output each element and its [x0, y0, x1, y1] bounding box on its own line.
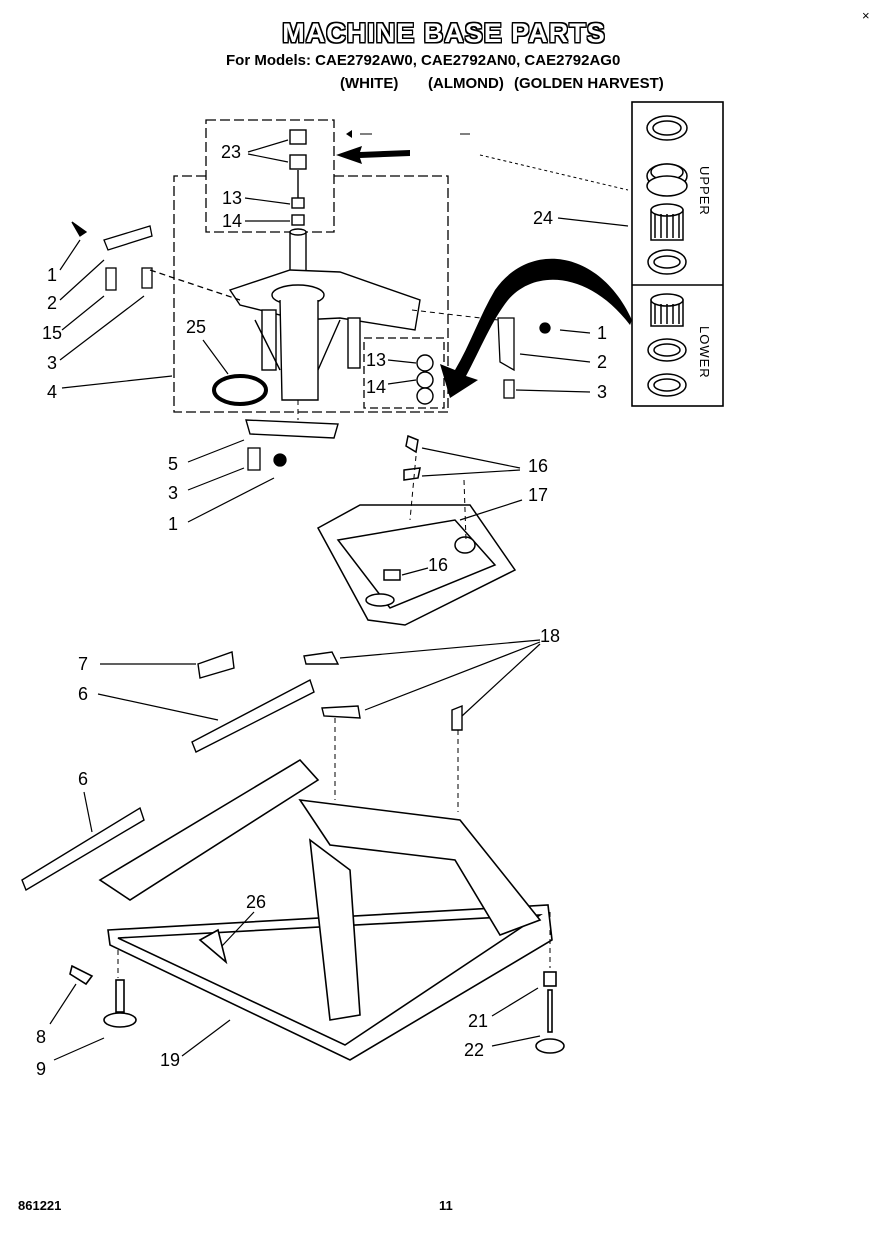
- callout-14: 14: [222, 211, 243, 231]
- callout-3c: 3: [168, 483, 179, 503]
- callout-1c: 1: [168, 514, 179, 534]
- callout-21: 21: [468, 1011, 489, 1031]
- callout-2b: 2: [597, 352, 608, 372]
- callout-2: 2: [47, 293, 58, 313]
- base-frame-19: [69, 758, 565, 1061]
- callout-18: 18: [540, 626, 561, 646]
- callout-14b: 14: [366, 377, 387, 397]
- leader-lines: [49, 139, 629, 1061]
- left-clip-hardware: [71, 221, 241, 301]
- callout-6a: 6: [78, 684, 89, 704]
- callout-9: 9: [36, 1059, 47, 1079]
- callout-1: 1: [47, 265, 58, 285]
- pointer-arrow: [336, 146, 410, 164]
- lower-label: LOWER: [697, 326, 712, 379]
- upper-label: UPPER: [697, 166, 712, 216]
- curved-arrow: [440, 258, 632, 398]
- callout-22: 22: [464, 1040, 485, 1060]
- callout-25: 25: [186, 317, 207, 337]
- pump-bracket: [245, 419, 339, 439]
- callout-8: 8: [36, 1027, 47, 1047]
- color-white-label: (WHITE): [340, 75, 399, 92]
- callout-15: 15: [42, 323, 63, 343]
- lower-clip-hardware: [247, 447, 287, 471]
- callout-6b: 6: [78, 769, 89, 789]
- color-golden-label: (GOLDEN HARVEST): [514, 75, 664, 92]
- document-code: 861221: [18, 1198, 62, 1213]
- callout-1b: 1: [597, 323, 608, 343]
- callout-5: 5: [168, 454, 179, 474]
- callout-16b: 16: [428, 555, 449, 575]
- callout-26: 26: [246, 892, 267, 912]
- callout-24: 24: [533, 208, 554, 228]
- callout-3b: 3: [597, 382, 608, 402]
- callout-19: 19: [160, 1050, 181, 1070]
- callout-4: 4: [47, 382, 58, 402]
- callout-3: 3: [47, 353, 58, 373]
- corner-mark: ×: [862, 8, 870, 23]
- callout-7: 7: [78, 654, 89, 674]
- upper-seal-parts: [646, 115, 688, 275]
- callout-16a: 16: [528, 456, 549, 476]
- callout-17: 17: [528, 485, 549, 505]
- tub-support-17: [316, 434, 517, 626]
- page-title: MACHINE BASE PARTS: [282, 18, 606, 48]
- snubber-pieces: [289, 129, 434, 405]
- page-number: 11: [439, 1198, 453, 1213]
- right-clip-hardware: [497, 317, 551, 399]
- lower-seal-parts: [647, 293, 687, 397]
- spring-and-brackets: [21, 651, 463, 892]
- models-line: For Models: CAE2792AW0, CAE2792AN0, CAE2…: [226, 52, 621, 69]
- callout-13: 13: [222, 188, 243, 208]
- transmission-assembly: [228, 228, 421, 439]
- seal-ring: [212, 374, 268, 406]
- inset-box: [631, 101, 724, 407]
- callout-23: 23: [221, 142, 242, 162]
- callout-13b: 13: [366, 350, 387, 370]
- color-almond-label: (ALMOND): [428, 75, 504, 92]
